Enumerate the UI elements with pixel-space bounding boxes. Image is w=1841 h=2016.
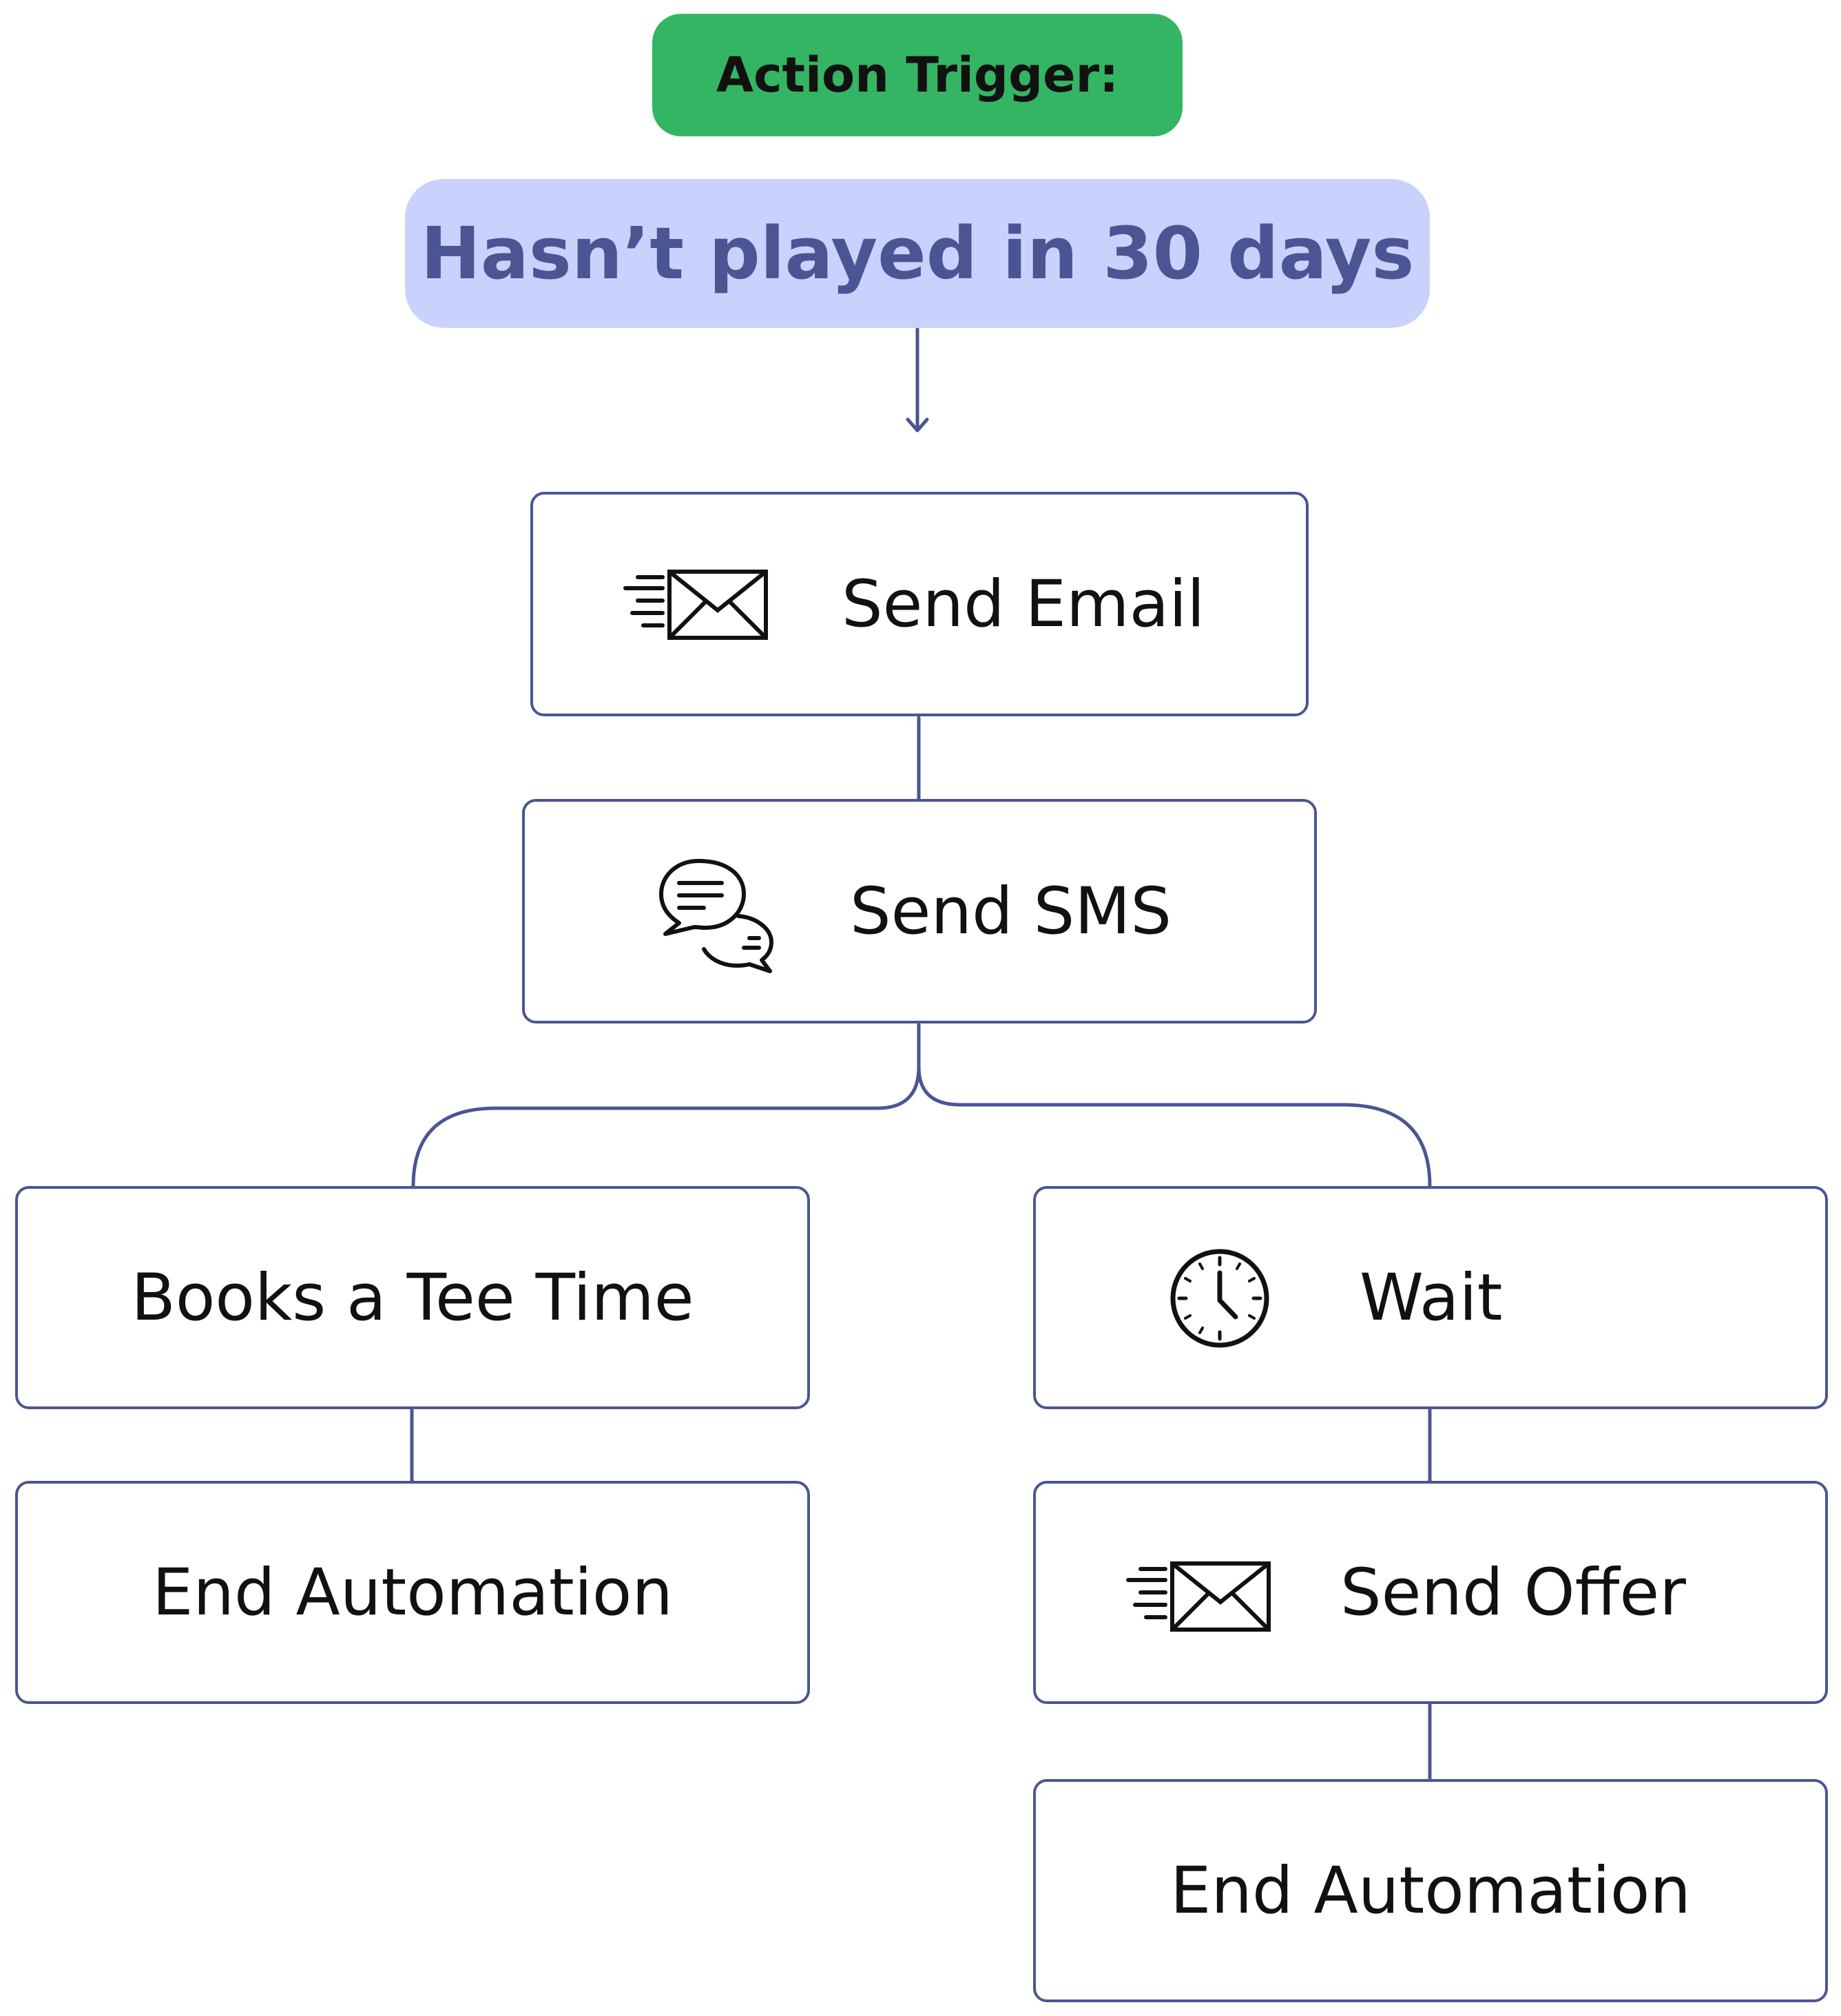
connector-branch-right <box>917 1065 1432 1188</box>
envelope-send-icon <box>1126 1561 1271 1632</box>
action-trigger-tag: Action Trigger: <box>652 14 1183 136</box>
chat-bubbles-icon <box>659 859 773 973</box>
end-automation-left-label: End Automation <box>152 1555 673 1630</box>
send-sms-label: Send SMS <box>850 873 1172 949</box>
step-send-email[interactable]: Send Email <box>530 492 1309 716</box>
envelope-send-icon <box>623 570 768 640</box>
end-automation-right-label: End Automation <box>1170 1853 1691 1929</box>
step-wait[interactable]: Wait <box>1033 1186 1828 1409</box>
wait-label: Wait <box>1360 1260 1503 1336</box>
step-end-automation-left[interactable]: End Automation <box>15 1481 810 1704</box>
step-send-offer[interactable]: Send Offer <box>1033 1481 1828 1704</box>
arrow-head <box>906 417 929 433</box>
send-email-label: Send Email <box>842 566 1205 642</box>
clock-icon <box>1170 1249 1269 1348</box>
send-offer-label: Send Offer <box>1340 1555 1686 1630</box>
step-send-sms[interactable]: Send SMS <box>522 799 1317 1023</box>
step-books-tee-time[interactable]: Books a Tee Time <box>15 1186 810 1409</box>
connector-branch-left <box>411 1021 921 1188</box>
trigger-condition: Hasn’t played in 30 days <box>405 179 1430 328</box>
books-tee-time-label: Books a Tee Time <box>131 1260 694 1336</box>
step-end-automation-right[interactable]: End Automation <box>1033 1779 1828 2002</box>
